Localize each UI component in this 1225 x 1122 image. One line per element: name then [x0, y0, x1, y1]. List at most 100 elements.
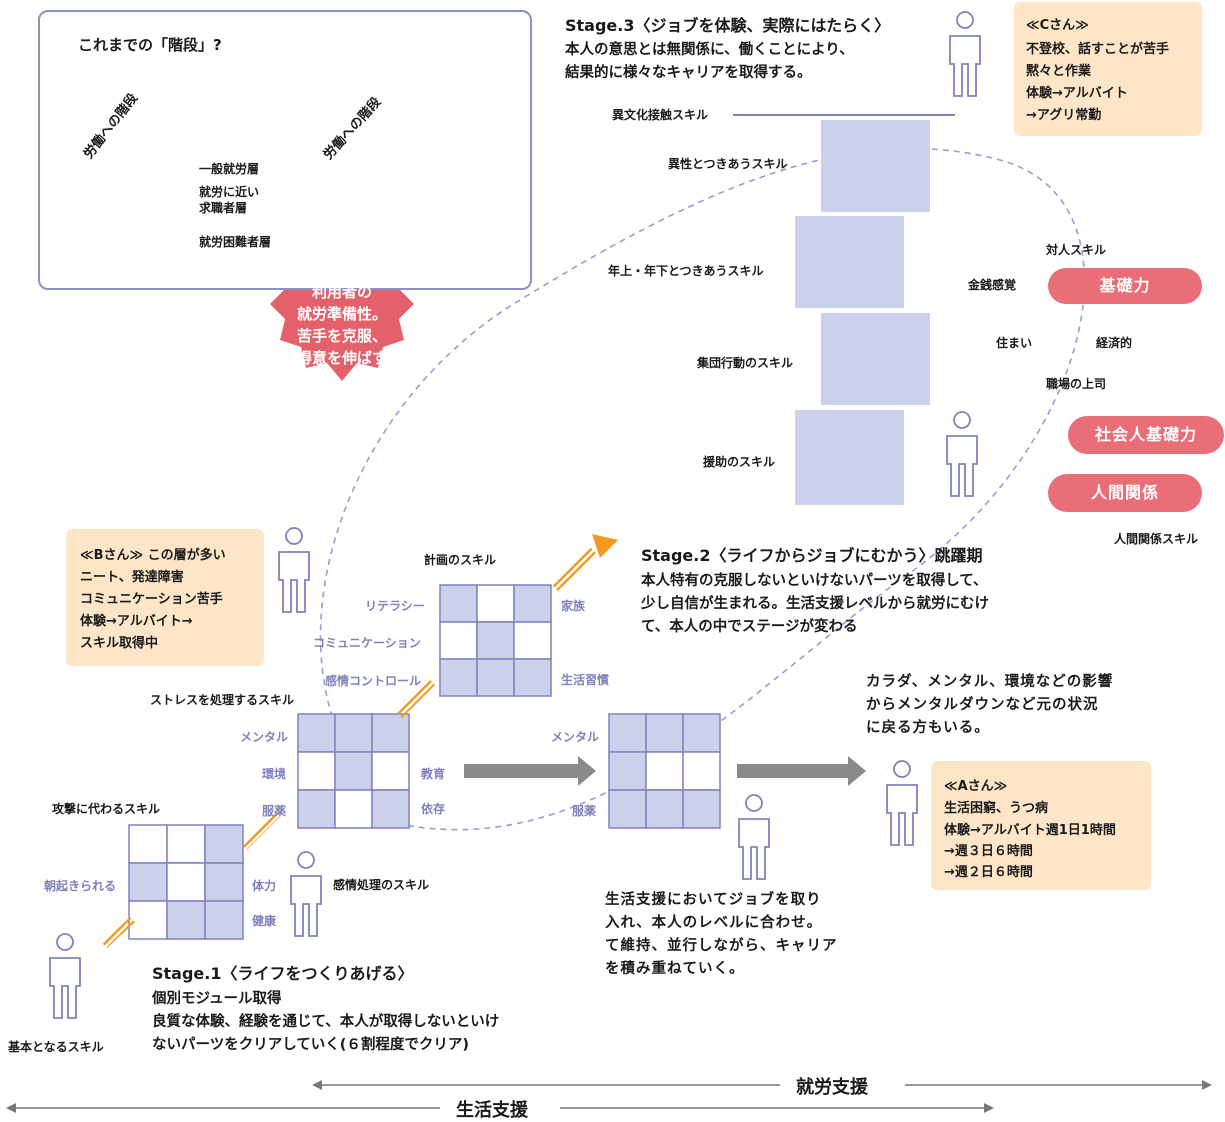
stage2-desc-3: て、本人の中でステージが変わる [641, 619, 858, 635]
skill-opposite-sex: 異性とつきあうスキル [668, 157, 788, 171]
mental-down-line-2: からメンタルダウンなど元の状況 [866, 697, 1099, 713]
pill-basic: 基礎力 [1048, 268, 1202, 304]
label-money: 金銭感覚 [968, 278, 1017, 292]
stage2-grid-title: 計画のスキル [424, 553, 497, 567]
person-c-note [1014, 2, 1202, 136]
badge-line-1: 利用者の [311, 283, 372, 301]
intro-panel [38, 10, 532, 290]
person-b-line-4: 体験→アルバイト→ [80, 614, 193, 629]
person-b-line-5: スキル取得中 [80, 636, 159, 651]
stage3-block-4 [795, 410, 904, 505]
label-literacy: リテラシー [365, 599, 425, 613]
person-c-line-4: →アグリ常勤 [1026, 108, 1102, 123]
person-job-icon [738, 794, 770, 880]
pill-relation: 人間関係 [1048, 474, 1202, 512]
job-support-note: 生活支援においてジョブを取り 入れ、本人のレベルに合わせ。 て維持、並行しながら… [605, 889, 838, 981]
person-b-note [66, 529, 264, 666]
label-medication-2: 服薬 [572, 804, 597, 818]
label-mental: メンタル [240, 730, 289, 744]
person-stage3-icon [946, 411, 978, 497]
label-boss: 職場の上司 [1046, 377, 1107, 391]
skill-group: 集団行動のスキル [697, 356, 794, 370]
person-c-icon [949, 11, 981, 97]
person-b-line-2: ニート、発達障害 [80, 570, 184, 585]
person-base-icon [49, 933, 81, 1019]
job-support-line-1: 生活支援においてジョブを取り [605, 892, 822, 908]
progress-arrows [464, 756, 866, 786]
label-dependence: 依存 [421, 802, 446, 816]
stage3-block-3 [821, 313, 930, 405]
stage-connectors [102, 547, 596, 948]
person-b-icon [278, 527, 310, 613]
stage2-desc: 本人特有の克服しないといけないパーツを取得して、 少し自信が生まれる。生活支援レ… [641, 570, 989, 639]
stage2-title: Stage.2〈ライフからジョブにむかう〉跳躍期 [641, 546, 983, 565]
person-c-name: ≪Cさん≫ [1026, 18, 1089, 33]
person-c-line-1: 不登校、話すことが苦手 [1026, 42, 1170, 57]
label-habits: 生活習慣 [561, 673, 610, 687]
stage3-desc-2: 結果的に様々なキャリアを取得する。 [565, 65, 812, 81]
mental-down-note: カラダ、メンタル、環境などの影響 からメンタルダウンなど元の状況 に戻る方もいる… [866, 671, 1113, 740]
layer-difficult: 就労困難者層 [199, 235, 272, 249]
stage3-block-1 [821, 120, 930, 212]
layer-near-2: 求職者層 [199, 201, 248, 215]
label-environment: 環境 [262, 767, 287, 781]
mental-grid [608, 713, 721, 829]
label-economic: 経済的 [1096, 336, 1133, 350]
stage1-title: Stage.1〈ライフをつくりあげる〉 [152, 964, 414, 983]
stress-grid-title: ストレスを処理するスキル [150, 693, 295, 707]
stage3-block-2 [795, 216, 904, 308]
person-b-line-3: コミュニケーション苦手 [80, 592, 223, 607]
label-relation-skill: 人間関係スキル [1114, 532, 1199, 546]
person-a-name: ≪Aさん≫ [944, 779, 1008, 794]
person-a-line-4: →週２日６時間 [944, 865, 1033, 880]
label-medication: 服薬 [262, 804, 287, 818]
stage2-grid [439, 584, 552, 697]
label-emotion-skill: 感情処理のスキル [333, 878, 430, 892]
label-base-skill: 基本となるスキル [8, 1040, 104, 1054]
badge-line-3: 苦手を克服、 [296, 327, 387, 345]
mental-down-line-3: に戻る方もいる。 [866, 720, 990, 736]
pill-social: 社会人基礎力 [1068, 416, 1224, 454]
label-family: 家族 [561, 599, 586, 613]
attack-grid-title: 攻撃に代わるスキル [52, 802, 161, 816]
label-communication: コミュニケーション [313, 636, 421, 650]
stage1-desc-1: 個別モジュール取得 [152, 991, 282, 1007]
person-a-icon [886, 760, 918, 846]
person-c-line-2: 黙々と作業 [1026, 64, 1092, 79]
stage2-desc-1: 本人特有の克服しないといけないパーツを取得して、 [641, 573, 988, 589]
stage1-desc: 個別モジュール取得 良質な体験、経験を通じて、本人が取得しないといけ ないパーツ… [152, 988, 499, 1057]
person-a-line-3: →週３日６時間 [944, 844, 1033, 859]
person-a-line-2: 体験→アルバイト週1日1時間 [944, 823, 1116, 838]
label-education: 教育 [421, 767, 446, 781]
mental-down-line-1: カラダ、メンタル、環境などの影響 [866, 674, 1114, 690]
label-emotion-control: 感情コントロール [325, 674, 422, 688]
job-support-line-3: て維持、並行しながら、キャリア [605, 938, 838, 954]
stage2-leap-arrow-icon [592, 534, 618, 558]
stage3-title: Stage.3〈ジョブを体験、実際にはたらく〉 [565, 16, 891, 35]
layer-general: 一般就労層 [199, 162, 260, 176]
stage1-desc-2: 良質な体験、経験を通じて、本人が取得しないといけ [152, 1014, 500, 1030]
label-mental-2: メンタル [551, 730, 600, 744]
badge-text: 利用者の 就労準備性。 苦手を克服、 得意を伸ばす [270, 281, 414, 369]
skill-age: 年上・年下とつきあうスキル [608, 264, 764, 278]
job-support-line-2: 入れ、本人のレベルに合わせ。 [605, 915, 823, 931]
badge-line-4: 得意を伸ばす [296, 349, 387, 367]
person-a-note [931, 761, 1151, 890]
stage1-grid [128, 824, 244, 940]
stage3-desc: 本人の意思とは無関係に、働くことにより、 結果的に様々なキャリアを取得する。 [565, 39, 854, 85]
stage3-desc-1: 本人の意思とは無関係に、働くことにより、 [565, 42, 854, 58]
label-wake: 朝起きられる [44, 879, 117, 893]
skill-assist: 援助のスキル [703, 455, 776, 469]
progress-loop-curve [319, 147, 1086, 831]
intro-title: これまでの「階段」? [78, 36, 222, 54]
axis-employment-label: 就労支援 [796, 1077, 868, 1098]
label-stamina: 体力 [252, 879, 277, 893]
stage2-desc-2: 少し自信が生まれる。生活支援レベルから就労にむけ [641, 596, 989, 612]
label-health: 健康 [252, 914, 277, 928]
layer-near-1: 就労に近い [199, 185, 260, 199]
label-interpersonal: 対人スキル [1046, 243, 1107, 257]
label-housing: 住まい [996, 336, 1033, 350]
skill-cross-culture: 異文化接触スキル [612, 108, 709, 122]
badge-line-2: 就労準備性。 [296, 305, 387, 323]
job-support-line-4: を積み重ねていく。 [605, 961, 745, 977]
